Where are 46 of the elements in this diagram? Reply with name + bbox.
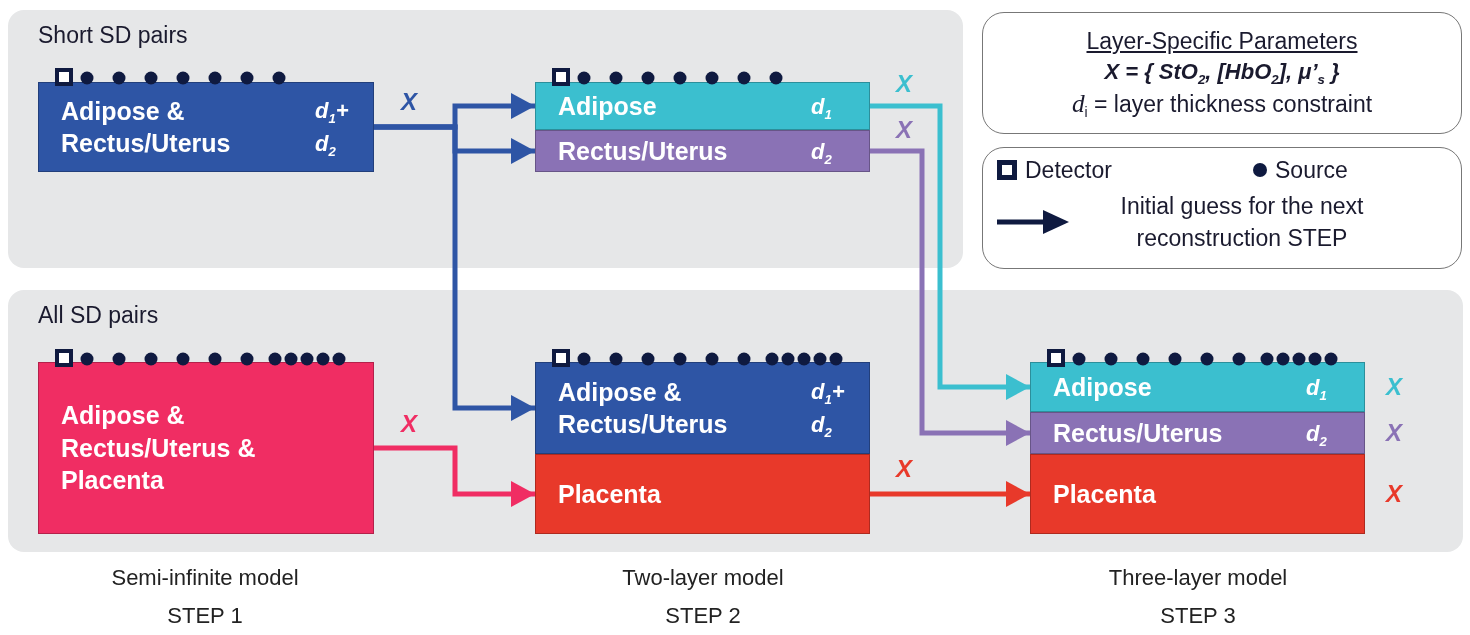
note-box [982, 12, 1462, 134]
layer-name: Adipose [558, 90, 657, 122]
group-panel [8, 290, 1463, 552]
group-panel [8, 10, 963, 268]
arrow [870, 481, 1030, 507]
layer-box [535, 82, 870, 130]
layer-name: Rectus/Uterus [1053, 417, 1223, 449]
layer-box [535, 130, 870, 172]
layer-name: Adipose & Rectus/Uterus [558, 376, 729, 440]
step-label: STEP 3 [1160, 603, 1236, 629]
arrow [374, 124, 535, 421]
layer-name: Rectus/Uterus [558, 135, 728, 167]
arrow [870, 103, 1030, 400]
layer-box [38, 362, 374, 534]
model-caption: Two-layer model [622, 565, 784, 591]
thickness-label: d$_{2}$ [1306, 419, 1328, 450]
thickness-label: d$_{1}$+ d$_{2}$ [315, 97, 350, 160]
note-heading: Layer-Specific Parameters [1086, 28, 1358, 55]
thickness-label: d$_{2}$ [811, 137, 833, 168]
layer-name: Adipose & Rectus/Uterus & Placenta [61, 400, 257, 497]
layer-box [535, 454, 870, 534]
arrow [870, 148, 1030, 446]
panel-heading: All SD pairs [38, 302, 159, 329]
step-label: STEP 1 [167, 603, 243, 629]
legend-text: Detector [1025, 156, 1112, 185]
parameter-label: X [1386, 373, 1402, 401]
legend-text: Source [1275, 156, 1348, 185]
legend-text: Initial guess for the next reconstruction STEP [1119, 192, 1365, 254]
step-label: STEP 2 [665, 603, 741, 629]
model-caption: Three-layer model [1108, 565, 1288, 591]
thickness-label: d$_{1}$ [1306, 373, 1328, 404]
formula: X = { StO$_{2}$, [HbO$_{2}$], μ’$_{s}$ } [1104, 59, 1340, 85]
layer-name: Adipose [1053, 371, 1152, 403]
parameter-label: X [1386, 419, 1402, 447]
thickness-label: d$_{1}$+ d$_{2}$ [811, 378, 846, 441]
layer-name: Adipose & Rectus/Uterus [61, 95, 232, 159]
panel-heading: Short SD pairs [38, 22, 188, 49]
model-caption: Semi-infinite model [111, 565, 299, 591]
parameter-label: X [1386, 480, 1402, 508]
layer-box [535, 362, 870, 454]
arrow [374, 445, 535, 507]
layer-box [38, 82, 374, 172]
thickness-label: d$_{1}$ [811, 92, 833, 123]
layer-name: Placenta [558, 478, 661, 510]
layer-name: Placenta [1053, 478, 1156, 510]
note-text: d$_{i}$ = layer thickness constraint [1071, 89, 1373, 118]
